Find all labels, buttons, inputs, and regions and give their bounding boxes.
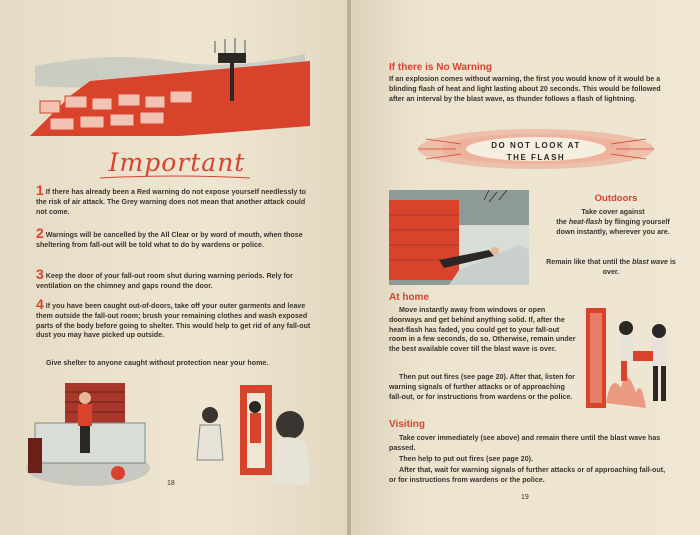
flash-warning: DO NOT LOOK AT THE FLASH — [451, 140, 621, 164]
page-number: 19 — [521, 494, 529, 501]
outdoors-illustration — [389, 190, 529, 285]
outdoors-remain-text: Remain like that until the blast wave is… — [541, 258, 681, 278]
flash-line-2: THE FLASH — [506, 153, 566, 162]
item-text: Warnings will be cancelled by the All Cl… — [36, 231, 303, 249]
visiting-text-1: Take cover immediately (see above) and r… — [389, 434, 661, 452]
remain-words: Remain like that until the — [546, 258, 631, 266]
outdoors-text: Take cover against the heat-flash by fli… — [551, 208, 675, 237]
at-home-text: Move instantly away from windows or open… — [389, 306, 576, 354]
window-boarding-illustration — [26, 383, 150, 486]
outdoors-word: the — [556, 217, 567, 226]
flash-line-1: DO NOT LOOK AT — [491, 141, 581, 150]
item-text: Keep the door of your fall-out room shut… — [36, 272, 293, 290]
flash-burst — [418, 129, 654, 169]
visiting-text-2: Then help to put out fires (see page 20)… — [399, 455, 534, 463]
item-number: 2 — [36, 225, 44, 241]
closing-note: Give shelter to anyone caught without pr… — [46, 359, 269, 367]
no-warning-text: If an explosion comes without warning, t… — [389, 75, 661, 103]
remain-words: is over. — [602, 258, 676, 276]
item-number: 3 — [36, 266, 44, 282]
title-underline — [99, 175, 251, 179]
at-home-illustration — [586, 308, 667, 408]
item-text: If there has already been a Red warning … — [36, 188, 306, 216]
at-home-heading: At home — [389, 292, 429, 303]
book-gutter — [347, 0, 353, 535]
heat-flash-term: heat-flash — [568, 217, 603, 226]
blast-wave-term: blast wave — [632, 258, 668, 266]
item-number: 1 — [36, 182, 44, 198]
page-number: 18 — [167, 480, 175, 487]
at-home-text-2: Then put out fires (see page 20). After … — [389, 373, 575, 401]
visiting-text-3: After that, wait for warning signals of … — [389, 466, 666, 484]
outdoors-line: Take cover against — [581, 208, 645, 216]
visiting-heading: Visiting — [389, 419, 425, 430]
item-text: If you have been caught out-of-doors, ta… — [36, 302, 311, 340]
item-number: 4 — [36, 296, 44, 312]
family-door-illustration — [196, 385, 310, 485]
rooftops-siren-illustration — [30, 38, 310, 136]
right-page: If there is No Warning If an explosion c… — [351, 0, 700, 535]
outdoors-word: by flinging yourself down instantly, whe… — [556, 217, 670, 236]
no-warning-heading: If there is No Warning — [389, 62, 492, 73]
outdoors-heading: Outdoors — [594, 193, 638, 204]
page-title: Important — [108, 148, 246, 177]
